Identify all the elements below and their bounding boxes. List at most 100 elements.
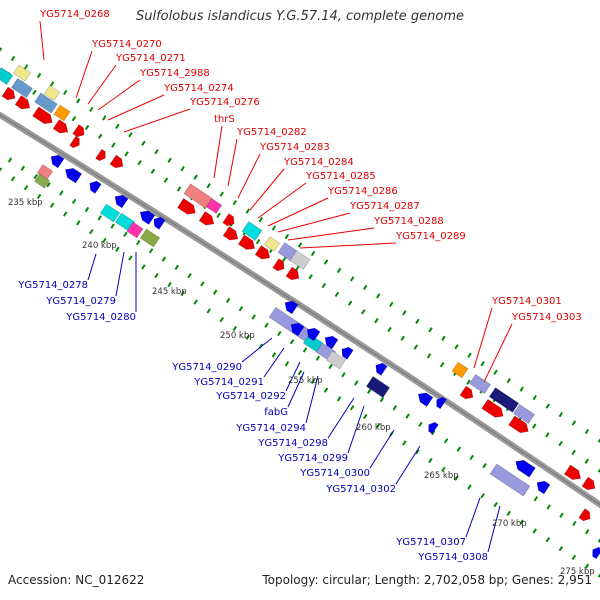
gene-label-forward: YG5714_0270 <box>91 39 162 50</box>
tick-mark <box>49 81 55 87</box>
tick-mark <box>349 276 355 282</box>
tick-mark <box>148 248 154 254</box>
label-leader <box>267 197 329 227</box>
gene-arrow-forward <box>563 464 581 480</box>
map-title: Sulfolobus islandicus Y.G.57.14, complet… <box>136 9 464 24</box>
tick-mark <box>341 372 346 378</box>
tick-mark <box>97 215 102 221</box>
label-leader <box>277 212 351 233</box>
gene-label-forward: YG5714_0271 <box>115 53 186 64</box>
tick-mark <box>111 142 116 148</box>
tick-mark <box>271 225 277 231</box>
tick-mark <box>387 326 392 333</box>
feature-box <box>263 236 281 252</box>
tick-mark <box>532 423 537 429</box>
label-leader <box>107 94 165 121</box>
gene-arrow-forward <box>481 398 504 418</box>
tick-mark <box>167 157 172 163</box>
tick-mark <box>558 545 564 552</box>
tick-mark <box>558 441 563 447</box>
tick-mark <box>400 335 405 341</box>
label-leader <box>249 168 285 211</box>
tick-mark <box>426 353 432 359</box>
tick-mark <box>366 388 372 394</box>
tick-mark <box>193 174 198 180</box>
tick-mark <box>128 255 133 261</box>
tick-mark <box>571 449 576 456</box>
tick-mark <box>362 413 368 420</box>
tick-mark <box>200 281 205 287</box>
gene-label-reverse: YG5714_0290 <box>171 362 242 373</box>
feature-box <box>488 387 520 413</box>
tick-mark <box>431 429 436 436</box>
tick-mark <box>532 394 537 401</box>
tick-mark <box>150 168 156 175</box>
label-leader <box>87 64 117 105</box>
feature-box <box>469 374 491 394</box>
gene-label-forward: YG5714_0303 <box>511 312 582 323</box>
tick-mark <box>428 457 433 464</box>
gene-arrows <box>1 86 600 560</box>
tick-mark <box>297 369 303 376</box>
feature-box <box>53 104 71 122</box>
tick-mark <box>206 308 211 314</box>
label-leader <box>299 242 397 249</box>
tick-mark <box>415 318 420 324</box>
tick-mark <box>23 64 29 70</box>
tick-mark <box>219 191 224 197</box>
gene-arrow-forward <box>285 266 300 281</box>
tick-mark <box>23 184 29 191</box>
tick-mark <box>571 420 577 426</box>
tick-mark <box>102 115 107 121</box>
gene-arrow-forward <box>109 154 124 169</box>
gene-arrow-reverse <box>592 546 600 560</box>
gene-label-forward: YG5714_0289 <box>395 231 466 242</box>
feature-box <box>139 228 161 248</box>
tick-mark <box>506 510 511 517</box>
gene-arrow-forward <box>198 211 215 226</box>
tick-mark <box>379 396 385 403</box>
tick-mark <box>584 458 590 464</box>
tick-mark <box>219 317 224 323</box>
label-leader <box>487 505 501 553</box>
gene-arrow-reverse <box>284 300 299 315</box>
genome-summary: Topology: circular; Length: 2,702,058 bp… <box>262 573 592 587</box>
tick-mark <box>389 301 394 307</box>
tick-mark <box>597 438 600 443</box>
label-leader <box>241 337 273 363</box>
tick-mark <box>187 273 192 279</box>
tick-mark <box>213 289 218 295</box>
label-leader <box>369 429 395 469</box>
gene-arrow-reverse <box>324 335 339 350</box>
tick-mark <box>89 106 94 112</box>
gene-arrow-reverse <box>139 210 156 225</box>
tick-mark <box>310 378 316 384</box>
genome-backbone-highlight <box>0 114 600 506</box>
gene-arrow-reverse <box>306 327 321 342</box>
tick-mark <box>415 449 420 455</box>
tick-mark <box>413 344 419 350</box>
gene-arrow-forward <box>272 258 285 272</box>
kbp-label: 275 kbp <box>560 567 595 577</box>
tick-mark <box>62 211 68 217</box>
tick-mark <box>141 140 146 146</box>
label-leader <box>39 20 45 61</box>
gene-arrow-forward <box>95 148 106 162</box>
tick-mark <box>376 422 381 428</box>
tick-mark <box>84 206 90 213</box>
label-leader <box>483 323 513 383</box>
tick-mark <box>545 432 550 438</box>
feature-box <box>12 64 32 82</box>
gene-arrow-forward <box>237 234 255 250</box>
kbp-label: 240 kbp <box>82 241 117 251</box>
label-leader <box>395 445 421 485</box>
tick-mark <box>376 293 381 299</box>
tick-mark <box>154 273 159 279</box>
tick-mark <box>480 361 485 367</box>
gene-arrow-forward <box>177 198 196 215</box>
gene-arrow-reverse <box>153 216 166 230</box>
gene-labels: YG5714_0268YG5714_0270YG5714_0271YG5714_… <box>17 9 582 563</box>
gene-arrow-reverse <box>428 421 439 435</box>
tick-mark <box>584 563 590 569</box>
tick-mark <box>328 363 333 370</box>
